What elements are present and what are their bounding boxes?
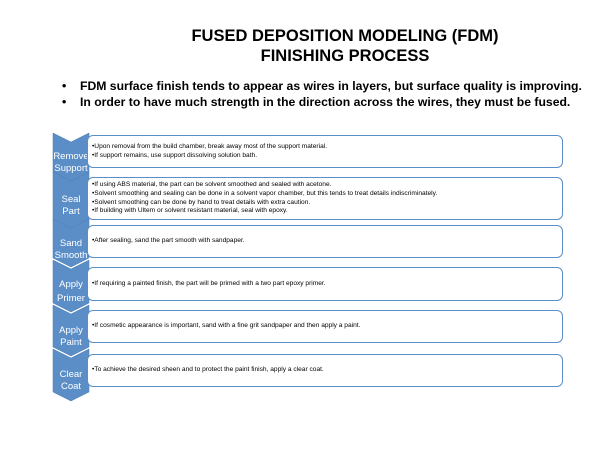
bullet-marker: • [62, 94, 67, 109]
step-details-box: •If requiring a painted finish, the part… [87, 267, 563, 301]
chevron-shape [52, 259, 90, 313]
step-chevron-apply-paint: Apply Paint [52, 304, 90, 357]
step-detail: •Upon removal from the build chamber, br… [92, 142, 328, 150]
step-label-line: Sand [59, 238, 83, 249]
step-detail: •Solvent smoothing can be done by hand t… [92, 198, 311, 206]
step-label: Sand Smooth [53, 238, 89, 262]
step-details-box: •If using ABS material, the part can be … [87, 177, 563, 220]
intro-bullets: • FDM surface finish tends to appear as … [62, 79, 582, 110]
step-label-line: Apply [59, 325, 83, 336]
step-label-line: Primer [57, 293, 85, 304]
step-label: Remove Support [53, 151, 89, 175]
step-detail: •If building with Ultem or solvent resis… [92, 207, 288, 215]
step-label-line: Seal [61, 194, 81, 205]
step-details-box: •If cosmetic appearance is important, sa… [87, 310, 563, 343]
step-detail-list: •If cosmetic appearance is important, sa… [92, 322, 360, 331]
step-label: Seal Part [53, 194, 89, 218]
step-label-line: Clear [59, 369, 83, 380]
step-detail: •If requiring a painted finish, the part… [92, 279, 326, 287]
intro-bullet-text: In order to have much strength in the di… [80, 94, 571, 109]
intro-bullet-text: FDM surface finish tends to appear as wi… [80, 79, 582, 93]
title-line-1: FUSED DEPOSITION MODELING (FDM) [191, 27, 499, 45]
step-label: Clear Coat [53, 369, 89, 393]
step-detail: •If using ABS material, the part can be … [92, 180, 332, 188]
title-line-2: FINISHING PROCESS [260, 47, 430, 65]
step-detail-list: •Upon removal from the build chamber, br… [92, 143, 327, 161]
step-details-box: •Upon removal from the build chamber, br… [87, 135, 563, 168]
step-chevron-sand-smooth: Sand Smooth [52, 218, 90, 268]
step-details-box: •After sealing, sand the part smooth wit… [87, 225, 563, 258]
step-label-line: Remove [53, 151, 89, 162]
step-label: Apply Paint [53, 325, 89, 349]
step-chevron-apply-primer: Apply Primer [52, 259, 90, 313]
chevron-shape [52, 348, 90, 402]
step-detail-list: •After sealing, sand the part smooth wit… [92, 237, 245, 246]
step-details-box: •To achieve the desired sheen and to pro… [87, 354, 563, 387]
step-detail: •Solvent smoothing and sealing can be do… [92, 189, 438, 197]
step-label-line: Paint [60, 337, 82, 348]
chevron-shape [52, 304, 90, 357]
chevron-shape [52, 218, 90, 268]
step-detail: •To achieve the desired sheen and to pro… [92, 366, 324, 374]
step-chevron-clear-coat: Clear Coat [52, 348, 90, 402]
intro-bullet: • In order to have much strength in the … [62, 95, 582, 110]
step-label: Apply Primer [53, 278, 89, 306]
step-detail-list: •If using ABS material, the part can be … [92, 181, 437, 216]
step-label-line: Part [62, 206, 80, 217]
step-label-line: Apply [59, 279, 83, 290]
step-detail: •If support remains, use support dissolv… [92, 151, 258, 159]
step-label-line: Support [54, 163, 88, 174]
intro-bullet: • FDM surface finish tends to appear as … [62, 79, 582, 94]
step-detail-list: •If requiring a painted finish, the part… [92, 280, 326, 289]
bullet-marker: • [62, 79, 67, 93]
step-detail: •If cosmetic appearance is important, sa… [92, 322, 361, 330]
step-detail: •After sealing, sand the part smooth wit… [92, 237, 245, 245]
step-detail-list: •To achieve the desired sheen and to pro… [92, 366, 324, 375]
step-label-line: Coat [60, 381, 82, 392]
step-label-line: Smooth [54, 250, 88, 261]
slide-title: FUSED DEPOSITION MODELING (FDM) FINISHIN… [150, 26, 540, 66]
